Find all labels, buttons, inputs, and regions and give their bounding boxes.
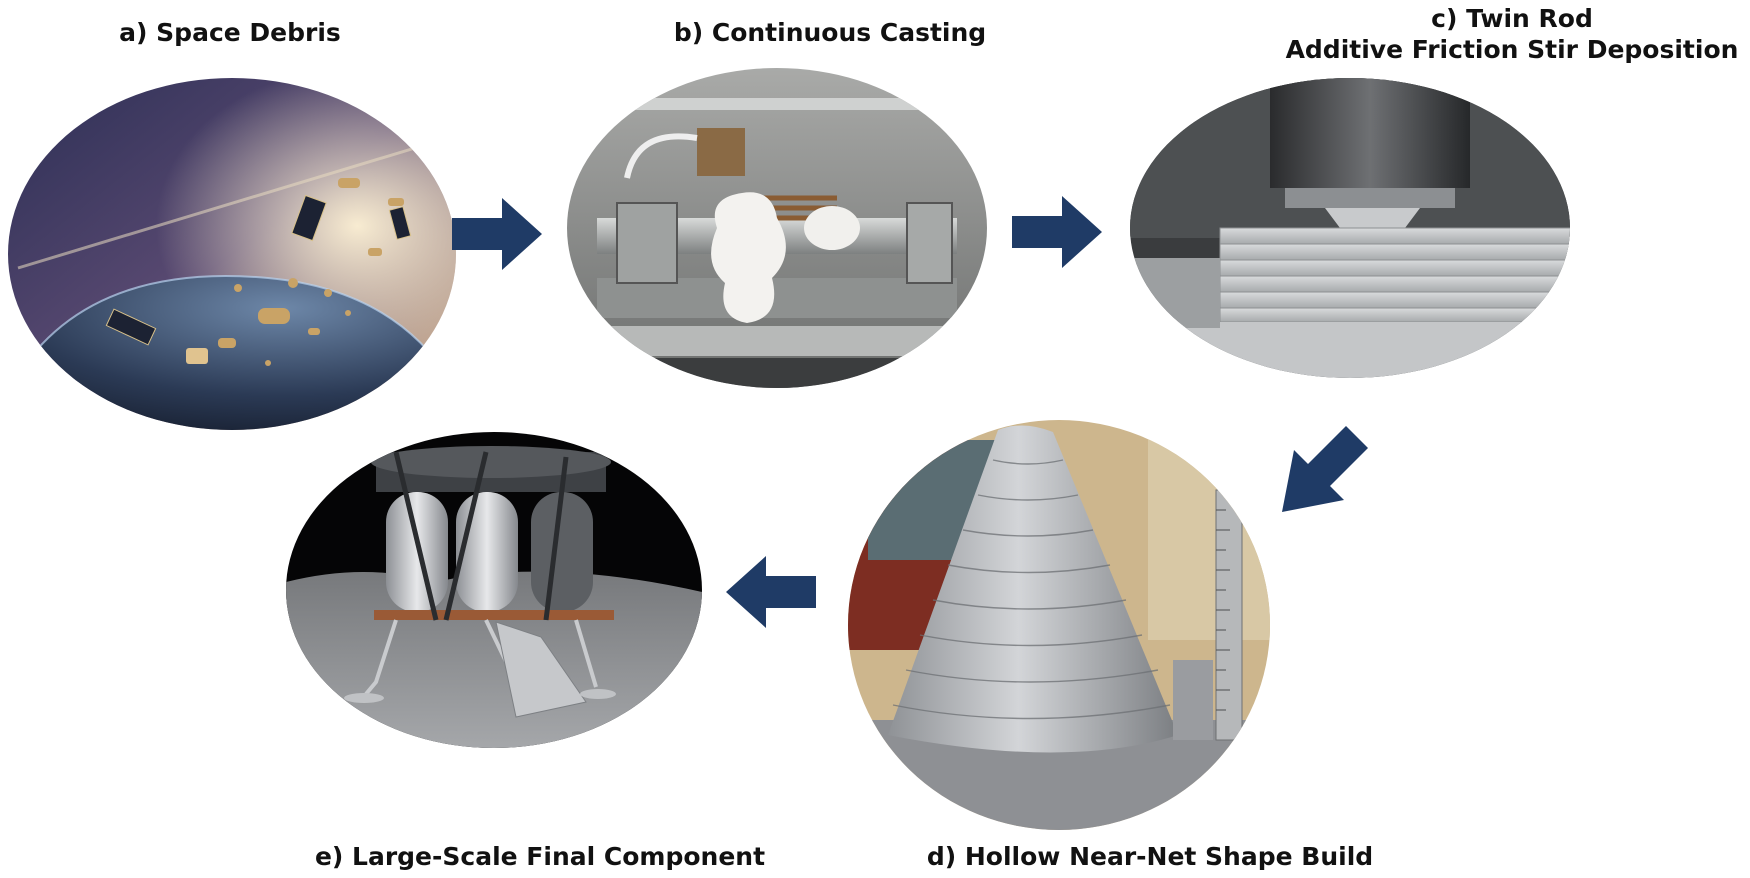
label-twin-rod-line1: c) Twin Rod (1431, 4, 1593, 33)
label-twin-rod-line2: Additive Friction Stir Deposition (1285, 34, 1739, 64)
continuous-casting-image (567, 68, 987, 388)
arrow-right-to-afsd (1012, 196, 1102, 268)
label-space-debris: a) Space Debris (119, 18, 341, 47)
space-debris-image (8, 78, 456, 430)
afsd-deposition-image (1130, 78, 1570, 378)
label-continuous-casting: b) Continuous Casting (673, 18, 987, 47)
label-final-component: e) Large-Scale Final Component (314, 842, 766, 871)
label-twin-rod-afsd: c) Twin Rod Additive Friction Stir Depos… (1262, 4, 1750, 65)
lander-final-component-image (286, 432, 702, 748)
arrow-down-left-to-build (1282, 426, 1368, 512)
arrow-right-to-casting (452, 198, 542, 270)
arrow-left-to-final (726, 556, 816, 628)
hollow-build-image (848, 420, 1270, 830)
label-hollow-build: d) Hollow Near-Net Shape Build (926, 842, 1374, 871)
